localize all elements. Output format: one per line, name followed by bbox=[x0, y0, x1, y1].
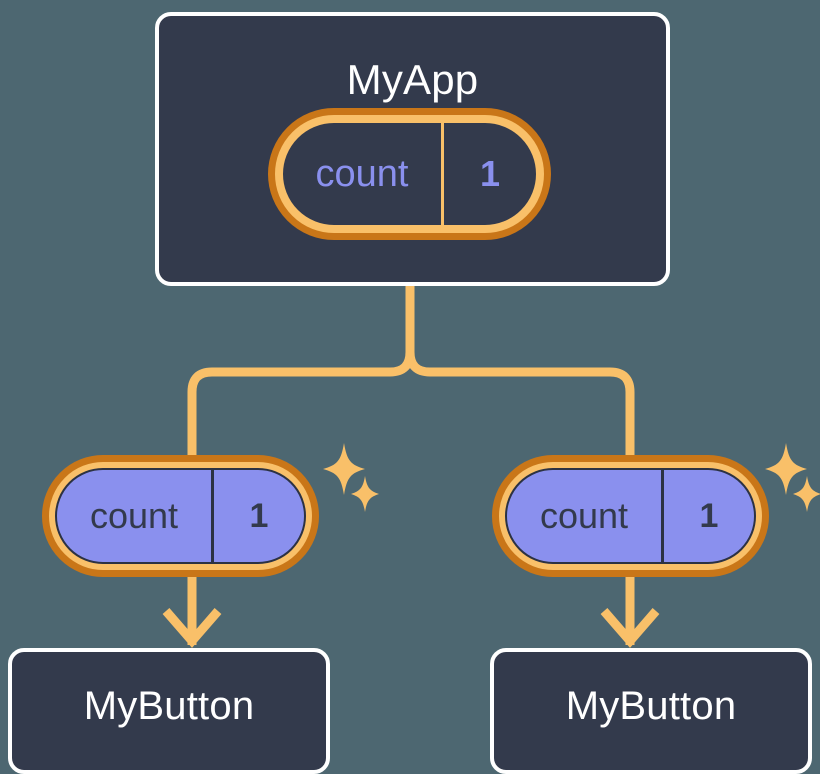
component-title: MyButton bbox=[83, 684, 255, 728]
signal-value: 1 bbox=[211, 470, 304, 562]
component-title: MyApp bbox=[346, 56, 479, 103]
signal-name: count bbox=[89, 495, 179, 536]
signal-pill-inner: count 1 bbox=[281, 121, 538, 227]
arrow-head-left-icon bbox=[162, 608, 222, 648]
sparkle-small-icon bbox=[351, 476, 379, 512]
sparkle-large-icon bbox=[323, 443, 365, 495]
signal-pill-myapp[interactable]: count 1 bbox=[268, 108, 551, 240]
arrow-head-right-icon bbox=[600, 608, 660, 648]
signal-pill-child-right[interactable]: count 1 bbox=[492, 455, 769, 577]
signal-name: count bbox=[315, 152, 409, 195]
component-card-mybutton-left[interactable]: MyButton bbox=[8, 648, 330, 774]
signal-pill-inner: count 1 bbox=[505, 468, 756, 564]
sparkle-small-icon bbox=[793, 476, 820, 512]
connector-branch-right bbox=[405, 351, 635, 458]
connector-branch-left bbox=[187, 351, 415, 458]
component-title: MyButton bbox=[565, 684, 737, 728]
component-card-myapp[interactable]: MyApp bbox=[155, 12, 670, 286]
sparkle-large-icon bbox=[765, 443, 807, 495]
component-card-mybutton-right[interactable]: MyButton bbox=[490, 648, 812, 774]
signal-pill-inner: count 1 bbox=[55, 468, 306, 564]
signal-value: 1 bbox=[441, 123, 536, 225]
signal-name: count bbox=[539, 495, 629, 536]
signal-value: 1 bbox=[661, 470, 754, 562]
signal-pill-child-left[interactable]: count 1 bbox=[42, 455, 319, 577]
